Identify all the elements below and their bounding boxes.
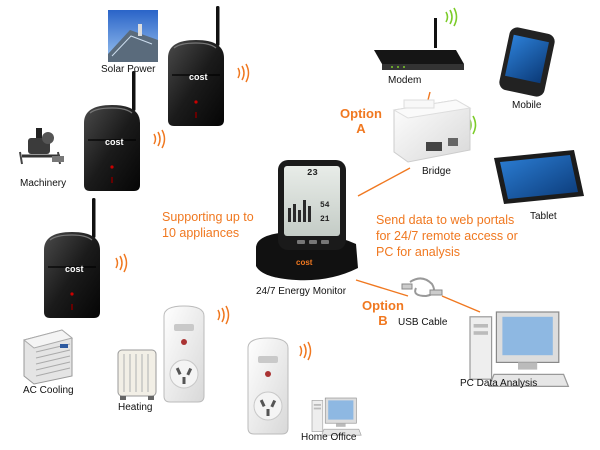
label-ac-cooling: AC Cooling — [23, 385, 74, 396]
signal-icon — [237, 63, 250, 83]
brand-logo: cost — [189, 72, 208, 82]
send-data-note: Send data to web portals for 24/7 remote… — [376, 212, 518, 260]
transmitter-solar — [167, 5, 225, 127]
transmitter-machinery — [83, 70, 141, 192]
label-energy-monitor: 24/7 Energy Monitor — [256, 286, 347, 297]
mobile-phone-image — [499, 27, 555, 97]
bridge-image — [392, 99, 472, 163]
signal-icon — [153, 129, 166, 149]
usb-cable-image — [401, 277, 443, 298]
lcd-reading: 21 — [320, 215, 330, 224]
label-pc-analysis: PC Data Analysis — [460, 378, 538, 389]
send-data-note-line1: Send data to web portals — [376, 213, 515, 227]
solar-panel-image — [108, 10, 158, 62]
brand-logo: cost — [65, 264, 84, 274]
appliances-note: Supporting up to 10 appliances — [162, 209, 254, 241]
link-monitor-usb — [355, 279, 409, 297]
label-machinery: Machinery — [20, 178, 67, 189]
option-a-line1: Option — [340, 106, 382, 121]
option-b-line2: B — [378, 313, 388, 328]
plug-meter-office — [247, 337, 289, 435]
signal-icon — [217, 305, 230, 325]
monitor-brand-logo: cost — [296, 258, 313, 267]
label-tablet: Tablet — [530, 211, 557, 222]
label-modem: Modem — [388, 75, 422, 86]
brand-logo: cost — [105, 137, 124, 147]
wifi-icon — [445, 7, 458, 27]
modem-image — [374, 18, 464, 70]
tablet-image — [494, 150, 584, 204]
label-home-office: Home Office — [301, 432, 357, 443]
send-data-note-line2: for 24/7 remote access or — [376, 229, 518, 243]
send-data-note-line3: PC for analysis — [376, 245, 461, 259]
signal-icon — [115, 253, 128, 273]
label-usb-cable: USB Cable — [398, 317, 448, 328]
label-heating: Heating — [118, 402, 153, 413]
label-mobile: Mobile — [512, 100, 542, 111]
label-solar-power: Solar Power — [101, 64, 156, 75]
link-monitor-bridge — [357, 167, 411, 197]
signal-icon — [299, 341, 312, 361]
appliances-note-line1: Supporting up to — [162, 210, 254, 224]
link-usb-pc — [441, 295, 481, 313]
option-a-label: Option A — [339, 106, 383, 136]
transmitter-ac — [43, 197, 101, 319]
plug-meter-heating — [163, 305, 205, 403]
home-office-pc-image — [311, 397, 362, 436]
lcd-reading: 23 — [307, 168, 318, 178]
heater-image — [117, 349, 157, 400]
label-bridge: Bridge — [422, 166, 451, 177]
lcd-reading: 54 — [320, 201, 330, 210]
option-b-line1: Option — [362, 298, 404, 313]
ac-unit-image — [22, 329, 74, 385]
option-b-label: Option B — [361, 298, 405, 328]
pc-analysis-image — [469, 311, 570, 387]
appliances-note-line2: 10 appliances — [162, 226, 240, 240]
machinery-image — [19, 128, 64, 165]
energy-monitor-device — [256, 160, 358, 281]
option-a-line2: A — [356, 121, 366, 136]
